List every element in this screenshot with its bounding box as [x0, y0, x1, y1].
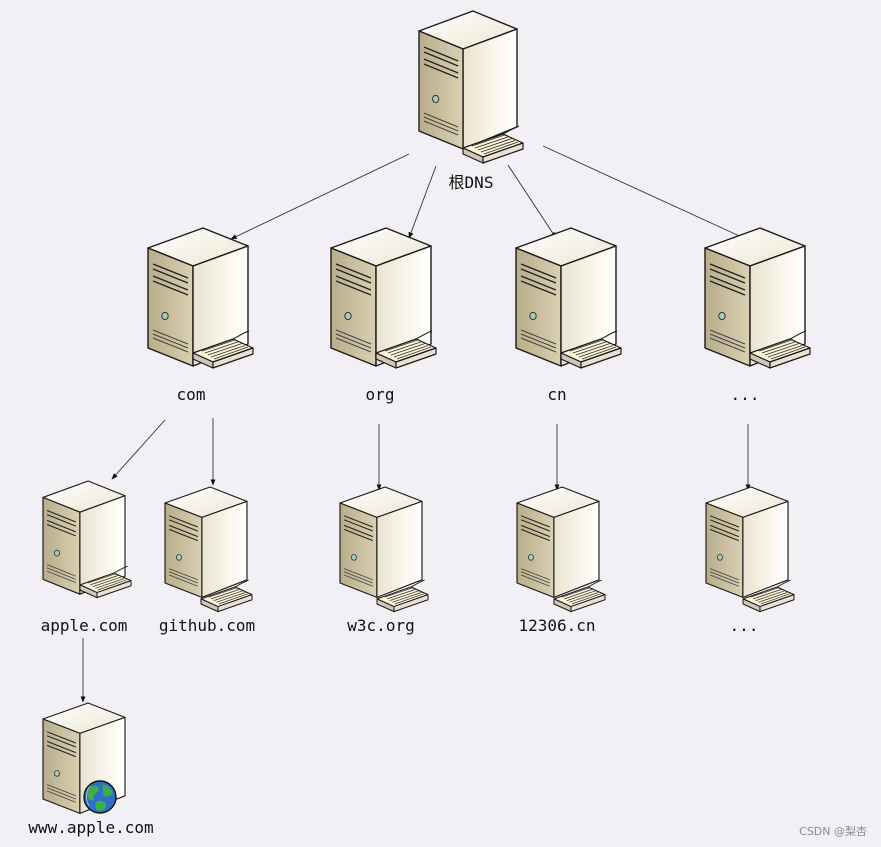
server-icon-github — [164, 486, 253, 613]
globe-icon — [83, 780, 117, 814]
server-icon-more-sub — [705, 486, 795, 613]
label-org: org — [365, 385, 395, 404]
server-icon-12306 — [516, 486, 606, 613]
server-icon-cn — [515, 227, 622, 369]
label-apple: apple.com — [40, 616, 128, 635]
edge-root-org — [408, 165, 437, 239]
edge-root-com — [230, 153, 410, 240]
server-icon-w3c — [339, 486, 429, 613]
server-icon-root — [418, 10, 524, 164]
connectors — [80, 145, 751, 703]
edge-root-more — [542, 145, 747, 240]
label-w3c: w3c.org — [347, 616, 415, 635]
label-more-tld: ... — [730, 385, 760, 404]
watermark: CSDN @梨杏 — [799, 825, 867, 838]
label-root: 根DNS — [448, 173, 494, 192]
label-cn: cn — [547, 385, 567, 404]
server-icon-more-tld — [704, 227, 811, 369]
label-more-sub: ... — [729, 616, 759, 635]
label-12306: 12306.cn — [518, 616, 596, 635]
server-icon-com — [147, 227, 254, 369]
label-github: github.com — [158, 616, 256, 635]
server-icon-org — [330, 227, 437, 369]
label-com: com — [176, 385, 206, 404]
edge-root-cn — [507, 164, 557, 239]
server-icon-apple — [42, 480, 132, 599]
label-www-apple: www.apple.com — [28, 818, 154, 837]
edge-com-apple — [111, 419, 166, 480]
